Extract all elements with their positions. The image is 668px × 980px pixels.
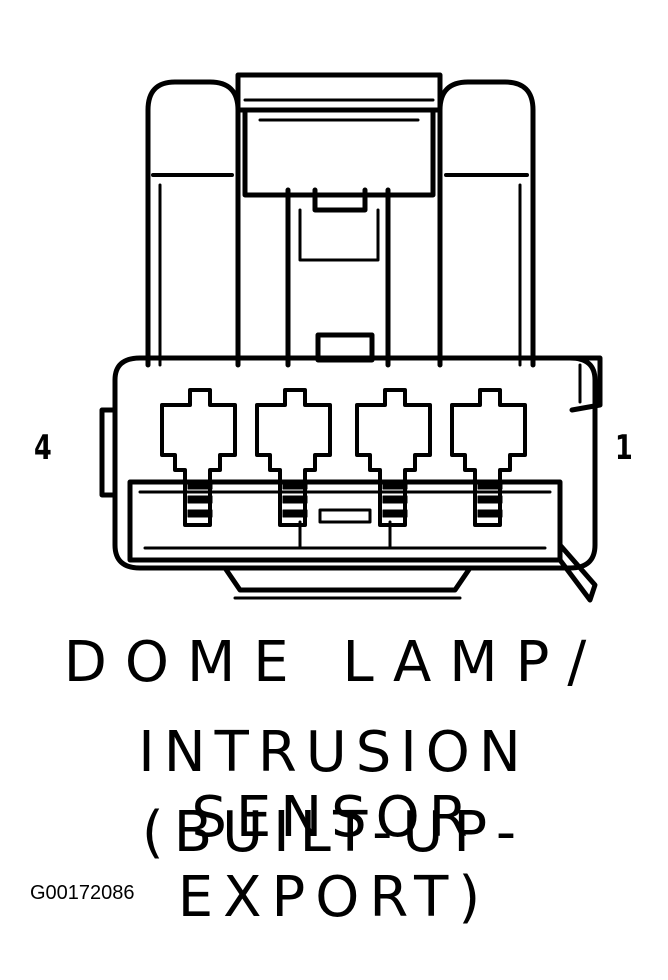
figure-id: G00172086: [30, 882, 135, 904]
terminal-contact-bar: [187, 481, 213, 490]
left-tab: [99, 407, 118, 498]
terminal-contact-bar: [282, 509, 308, 518]
top-latch: [235, 72, 443, 113]
terminal-3: [255, 388, 332, 527]
pin-1-label: 1: [615, 428, 633, 468]
terminal-contact-bar: [477, 495, 503, 504]
connector-body: [112, 355, 598, 571]
terminal-contact-bar: [382, 495, 408, 504]
bottom-skirt: [222, 565, 473, 593]
caption-line-3: (BUILT-UP-EXPORT): [141, 800, 527, 930]
terminal-contact-bar: [282, 495, 308, 504]
terminal-contact-bar: [282, 481, 308, 490]
center-window: [285, 187, 391, 368]
connector-diagram: [99, 72, 603, 603]
terminal-4: [160, 388, 237, 527]
terminal-contact-bar: [187, 509, 213, 518]
terminal-contact-bar: [477, 509, 503, 518]
terminal-contact-bar: [477, 481, 503, 490]
terminal-contact-bar: [382, 481, 408, 490]
terminal-1: [450, 388, 527, 527]
caption-line-2: INTRUSION SENSOR: [138, 720, 530, 850]
terminal-2: [355, 388, 432, 527]
terminal-contact-bar: [382, 509, 408, 518]
pin-4-label: 4: [34, 428, 52, 468]
caption-line-1: DOME LAMP/: [63, 630, 605, 695]
terminal-contact-bar: [187, 495, 213, 504]
